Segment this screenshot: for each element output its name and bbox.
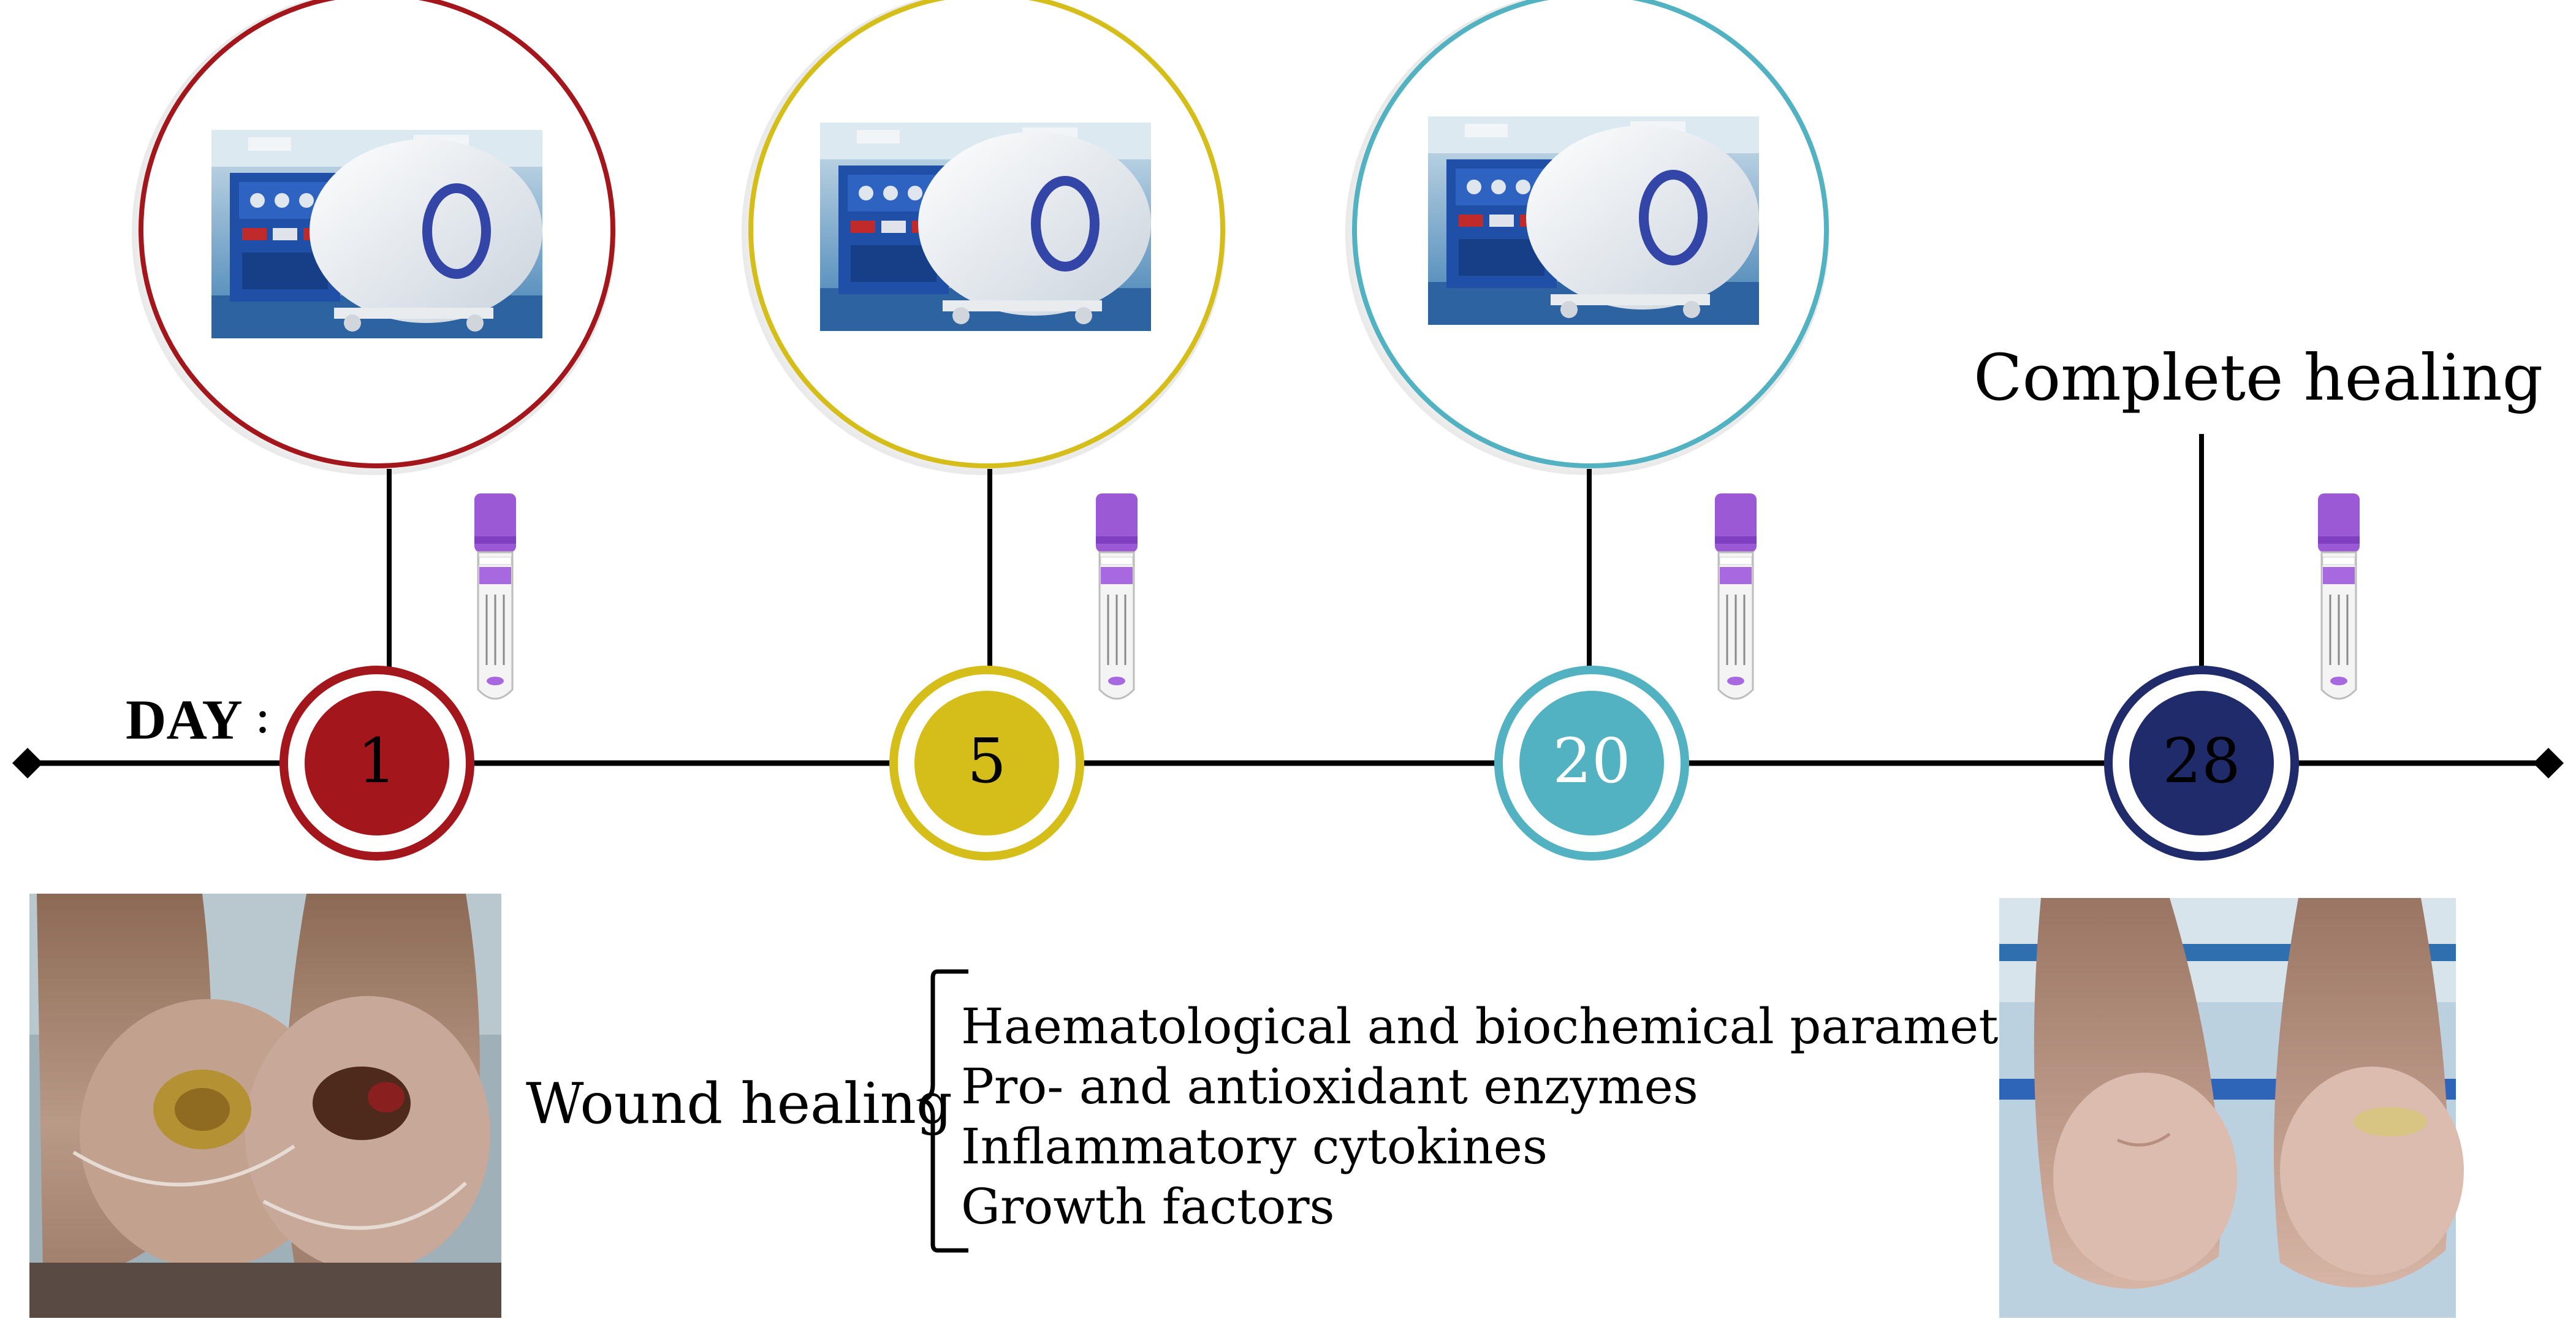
complete-healing-label: Complete healing [1974, 340, 2543, 415]
hyperbaric-chamber-photo [1428, 116, 1759, 325]
parameter-item: Haematological and biochemical parameter… [961, 998, 2076, 1055]
timeline-end-diamond-icon [2533, 748, 2564, 778]
day-marker-label: 1 [357, 725, 397, 797]
day-1-chamber-bubble [132, 0, 616, 475]
blood-tube-icon [1714, 492, 1758, 700]
hyperbaric-chamber-photo [211, 130, 542, 338]
day-marker-label: 5 [967, 725, 1006, 797]
parameter-item: Pro- and antioxidant enzymes [961, 1058, 1698, 1115]
blood-tube-icon [473, 492, 517, 700]
blood-tube-icon [1095, 492, 1139, 700]
day-prefix-label: DAY [126, 688, 243, 751]
foot-wound-before-photo [29, 894, 501, 1318]
day-marker-label: 20 [1552, 725, 1630, 797]
parameters-bracket [916, 969, 968, 1253]
foot-wound-after-photo [1999, 898, 2464, 1318]
timeline-start-diamond-icon [12, 748, 43, 778]
wound-healing-label: Wound healing [526, 1071, 952, 1136]
hyperbaric-chamber-photo [820, 123, 1151, 331]
parameter-item: Growth factors [961, 1178, 1335, 1235]
day-marker-20: 20 [1494, 666, 1689, 861]
day-marker-label: 28 [2162, 725, 2240, 797]
day-marker-28: 28 [2104, 666, 2299, 861]
day-5-chamber-bubble [742, 0, 1226, 475]
blood-tube-icon [2317, 492, 2361, 700]
day-prefix-colon: : [254, 687, 271, 744]
day-marker-1: 1 [279, 666, 474, 861]
parameter-item: Inflammatory cytokines [961, 1118, 1548, 1175]
day-marker-5: 5 [889, 666, 1084, 861]
day-20-chamber-bubble [1345, 0, 1829, 475]
